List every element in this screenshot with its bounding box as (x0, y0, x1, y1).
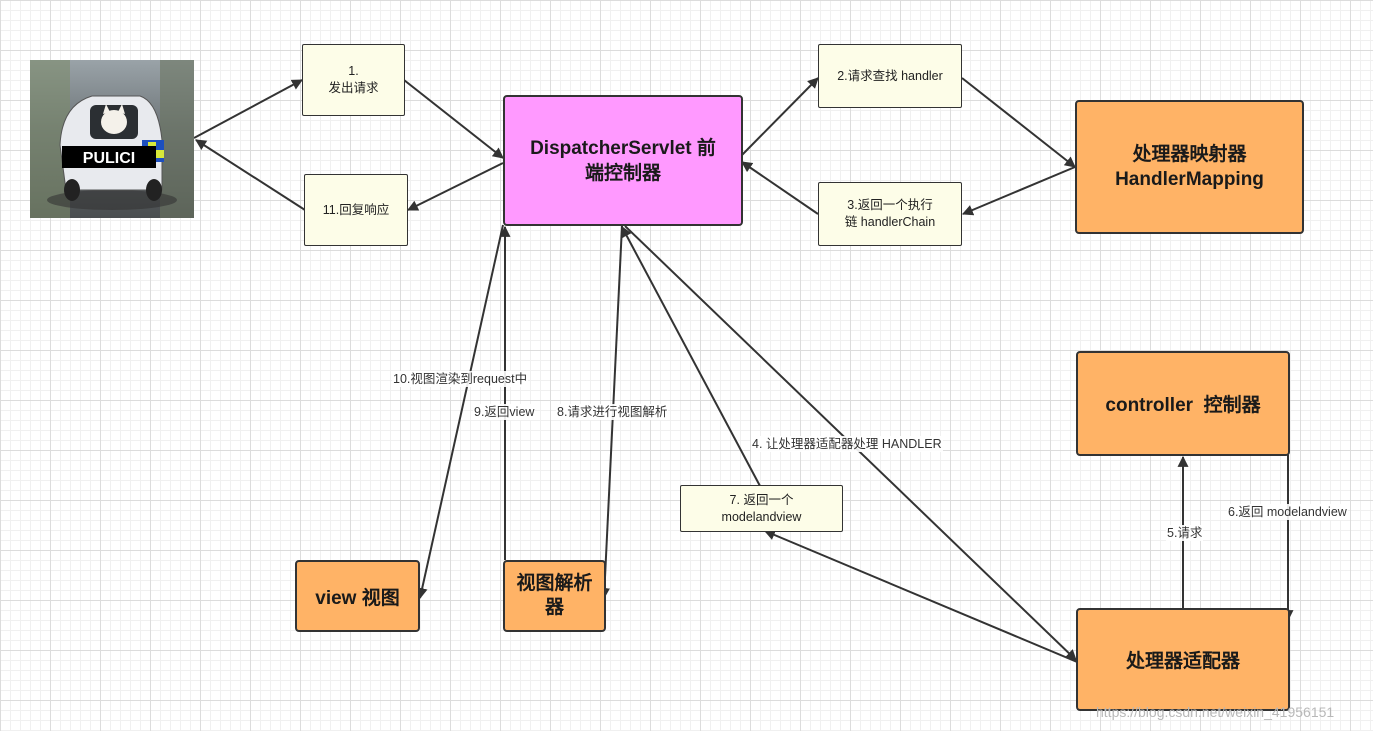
handler-mapping-line1: 处理器映射器 (1132, 144, 1247, 165)
note-return-chain-line1: 3.返回一个执行 (847, 198, 933, 212)
arrow-send-request-to-dispatcher (403, 79, 504, 159)
view-resolver-line2: 器 (544, 597, 564, 618)
note-return-chain-line2: 链 handlerChain (844, 215, 936, 229)
handler-adapter-label: 处理器适配器 (1125, 651, 1240, 672)
note-return-modelandview-line2: modelandview (721, 509, 802, 524)
edge-label-return-view: 9.返回view (473, 404, 536, 420)
dispatcher-servlet-node: DispatcherServlet 前 端控制器 (503, 95, 743, 226)
arrow-mapping-to-chain (961, 166, 1076, 216)
arrow-reply-to-photo (195, 139, 306, 211)
edge-label-return-modelandview: 6.返回 modelandview (1227, 504, 1348, 520)
note-send-request-line1: 1. (348, 64, 359, 78)
note-send-request: 1. 发出请求 (302, 44, 405, 116)
arrow-dispatcher-to-find-handler (741, 77, 819, 156)
view-node: view 视图 (295, 560, 420, 632)
edge-label-adapter-handle: 4. 让处理器适配器处理 HANDLER (751, 436, 943, 452)
arrow-chain-to-dispatcher (741, 161, 819, 215)
arrow-render-to-view (416, 224, 504, 600)
handler-mapping-line2: HandlerMapping (1115, 169, 1264, 190)
note-return-modelandview-line1: 7. 返回一个 (729, 492, 794, 507)
controller-node: controller 控制器 (1076, 351, 1290, 456)
arrow-dispatcher-to-reply (407, 162, 504, 211)
plate-text: PULICI (83, 150, 135, 167)
arrow-to-send-request (193, 79, 303, 139)
view-label: view 视图 (315, 587, 400, 609)
handler-mapping-node: 处理器映射器 HandlerMapping (1075, 100, 1304, 234)
edge-label-render: 10.视图渲染到request中 (392, 371, 529, 387)
note-reply-response-label: 11.回复响应 (322, 202, 390, 217)
note-find-handler: 2.请求查找 handler (818, 44, 962, 108)
view-resolver-line1: 视图解析 (516, 573, 593, 594)
edge-label-request: 5.请求 (1166, 525, 1204, 541)
note-reply-response: 11.回复响应 (304, 174, 408, 246)
controller-label: controller 控制器 (1105, 395, 1261, 416)
dispatcher-line1: DispatcherServlet 前 (530, 137, 716, 159)
note-return-modelandview: 7. 返回一个 modelandview (680, 485, 843, 532)
handler-adapter-node: 处理器适配器 (1076, 608, 1290, 711)
edge-label-resolve: 8.请求进行视图解析 (556, 404, 669, 420)
view-resolver-node: 视图解析 器 (503, 560, 606, 632)
note-return-chain: 3.返回一个执行 链 handlerChain (818, 182, 962, 246)
dispatcher-line2: 端控制器 (584, 162, 661, 184)
note-send-request-line2: 发出请求 (328, 81, 379, 95)
arrow-mav-to-dispatcher (621, 226, 761, 487)
arrow-find-handler-to-mapping (961, 77, 1076, 168)
watermark: https://blog.csdn.net/weixin_41956151 (1096, 704, 1335, 720)
note-find-handler-label: 2.请求查找 handler (837, 68, 943, 83)
client-photo: PULICI (30, 60, 194, 218)
